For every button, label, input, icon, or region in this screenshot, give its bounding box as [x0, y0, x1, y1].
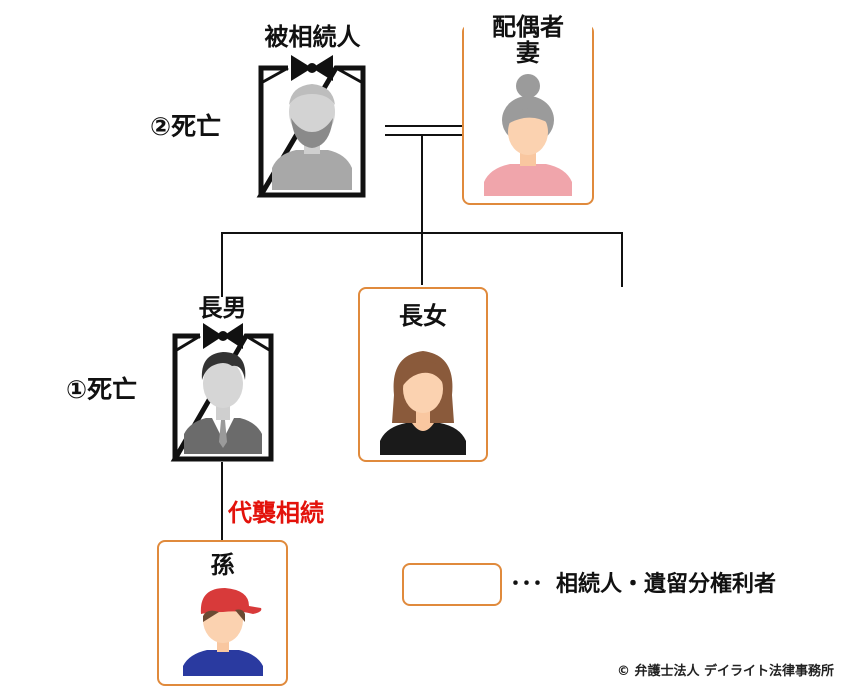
son-drop-line — [221, 232, 223, 297]
grandchild-box: 孫 — [157, 540, 288, 686]
eldest-son-portrait-icon — [170, 323, 274, 462]
children-line-horizontal — [221, 232, 623, 234]
legend-swatch-box — [402, 563, 502, 606]
eldest-son-status: ①死亡 — [66, 375, 138, 404]
legend-text: 相続人・遺留分権利者 — [556, 572, 777, 597]
wife-avatar-icon — [484, 74, 572, 196]
spouse-label-role: 妻 — [516, 39, 540, 67]
succession-label: 代襲相続 — [228, 499, 324, 527]
marriage-line-bottom — [385, 134, 462, 136]
deceased-person-portrait-icon — [256, 55, 366, 198]
succession-line — [221, 462, 223, 540]
daughter-avatar-icon — [380, 351, 466, 455]
spouse-label-relation: 配偶者 — [464, 14, 592, 40]
descent-line-vertical — [421, 135, 423, 285]
marriage-line-top — [385, 125, 462, 127]
copyright-text: © 弁護士法人 デイライト法律事務所 — [617, 664, 835, 679]
legend-dots: ･･･ — [510, 572, 544, 597]
spouse-box: 配偶者 妻 — [462, 14, 594, 205]
eldest-daughter-label: 長女 — [399, 302, 447, 330]
grandchild-avatar-icon — [183, 588, 263, 676]
third-child-drop-line — [621, 232, 623, 287]
deceased-person-label: 被相続人 — [264, 23, 361, 51]
eldest-daughter-box: 長女 — [358, 287, 488, 462]
deceased-person-status: ②死亡 — [150, 112, 222, 141]
grandchild-label: 孫 — [210, 551, 235, 579]
eldest-son-label: 長男 — [198, 294, 247, 322]
